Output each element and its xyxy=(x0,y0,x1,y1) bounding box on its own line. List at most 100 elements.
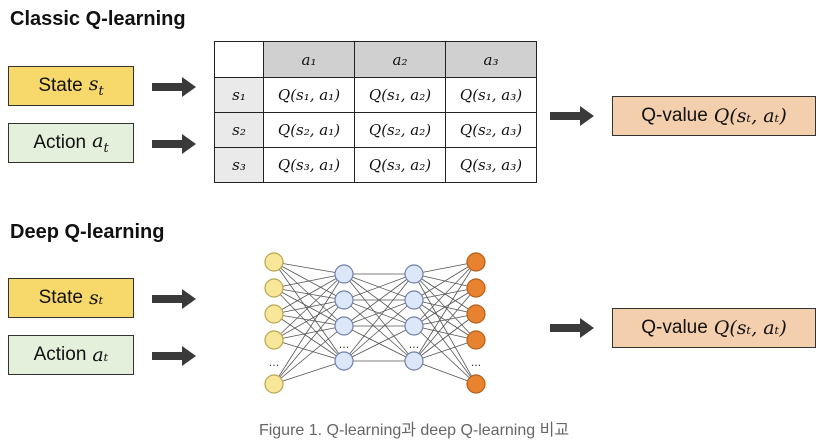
state-label: State xyxy=(38,75,83,96)
network-edge xyxy=(413,287,477,362)
network-node xyxy=(264,252,284,272)
network-node xyxy=(404,316,424,336)
action-label: Action xyxy=(33,132,87,153)
network-ellipsis: ... xyxy=(409,338,420,351)
column-header: a₃ xyxy=(445,41,537,78)
network-edge xyxy=(413,261,477,327)
network-edge xyxy=(413,273,477,385)
table-cell: Q(s₁, a₃) xyxy=(445,77,537,113)
network-node xyxy=(404,351,424,371)
network-node xyxy=(404,264,424,284)
network-edge xyxy=(413,287,477,327)
network-edge xyxy=(343,325,415,362)
network-edge xyxy=(273,261,345,362)
deep-action-arrow xyxy=(152,346,196,366)
network-edge xyxy=(273,299,345,341)
qvalue-expression: Q(sₜ, aₜ) xyxy=(713,317,787,339)
qvalue-label: Q-value xyxy=(641,317,708,338)
row-header: s₃ xyxy=(214,147,264,183)
network-edge xyxy=(273,273,345,341)
network-node xyxy=(466,374,486,394)
network-edge xyxy=(413,313,477,327)
network-edge xyxy=(413,261,477,275)
network-edge xyxy=(343,299,415,327)
network-edge xyxy=(343,273,415,327)
state-symbol: sₜ xyxy=(88,287,104,309)
network-ellipsis: ... xyxy=(339,338,350,351)
network-edge xyxy=(413,325,477,385)
state-label: State xyxy=(38,287,83,308)
network-edge xyxy=(273,360,345,385)
network-edge xyxy=(413,360,477,385)
table-cell: Q(s₂, a₁) xyxy=(263,112,355,148)
network-node xyxy=(466,330,486,350)
table-corner xyxy=(214,41,264,78)
table-cell: Q(s₁, a₂) xyxy=(354,77,446,113)
network-edge xyxy=(413,313,477,362)
row-header: s₂ xyxy=(214,112,264,148)
network-edge xyxy=(273,299,345,385)
classic-action-arrow xyxy=(152,134,196,154)
network-ellipsis: ... xyxy=(269,356,280,369)
network-edge xyxy=(273,273,345,385)
state-symbol: st xyxy=(88,73,104,99)
network-edge xyxy=(413,325,477,341)
network-edge xyxy=(273,325,345,385)
classic-action-box: Action at xyxy=(8,123,134,163)
network-edge xyxy=(413,261,477,362)
network-node xyxy=(334,264,354,284)
deep-state-box: State sₜ xyxy=(8,278,134,318)
table-cell: Q(s₃, a₁) xyxy=(263,147,355,183)
network-node xyxy=(334,351,354,371)
network-node xyxy=(264,278,284,298)
table-row: s₂ Q(s₂, a₁) Q(s₂, a₂) Q(s₂, a₃) xyxy=(214,112,537,148)
table-cell: Q(s₃, a₃) xyxy=(445,147,537,183)
figure-caption: Figure 1. Q-learning과 deep Q-learning 비교 xyxy=(258,422,570,439)
deep-qvalue-box: Q-value Q(sₜ, aₜ) xyxy=(612,308,816,348)
network-edge xyxy=(413,299,477,385)
network-ellipsis: ... xyxy=(471,356,482,369)
table-row: s₃ Q(s₃, a₁) Q(s₃, a₂) Q(s₃, a₃) xyxy=(214,147,537,183)
network-node xyxy=(264,304,284,324)
network-edge xyxy=(273,325,345,341)
classic-qvalue-box: Q-value Q(sₜ, aₜ) xyxy=(612,96,816,136)
network-edge xyxy=(273,261,345,275)
network-edge xyxy=(273,273,345,315)
action-label: Action xyxy=(33,344,87,365)
deep-action-box: Action aₜ xyxy=(8,335,134,375)
network-edge xyxy=(343,273,415,301)
classic-state-box: State st xyxy=(8,66,134,106)
network-node xyxy=(264,330,284,350)
network-node xyxy=(466,252,486,272)
q-table: a₁ a₂ a₃ s₁ Q(s₁, a₁) Q(s₁, a₂) Q(s₁, a₃… xyxy=(214,41,537,183)
column-header: a₂ xyxy=(354,41,446,78)
classic-title: Classic Q-learning xyxy=(10,8,186,30)
action-symbol: aₜ xyxy=(92,344,109,366)
network-edge xyxy=(273,339,345,362)
row-header: s₁ xyxy=(214,77,264,113)
network-node xyxy=(404,290,424,310)
network-edge xyxy=(343,273,415,362)
deep-output-arrow xyxy=(550,318,594,338)
network-node xyxy=(466,304,486,324)
table-cell: Q(s₂, a₂) xyxy=(354,112,446,148)
neural-network: ............ xyxy=(264,252,486,394)
network-node xyxy=(334,290,354,310)
network-edge xyxy=(413,261,477,301)
qvalue-expression: Q(sₜ, aₜ) xyxy=(713,105,787,127)
action-symbol: at xyxy=(92,130,109,156)
network-edge xyxy=(273,313,345,362)
table-cell: Q(s₃, a₂) xyxy=(354,147,446,183)
table-row: s₁ Q(s₁, a₁) Q(s₁, a₂) Q(s₁, a₃) xyxy=(214,77,537,113)
column-header: a₁ xyxy=(263,41,355,78)
classic-output-arrow xyxy=(550,106,594,126)
classic-state-arrow xyxy=(152,77,196,97)
deep-state-arrow xyxy=(152,289,196,309)
network-edge xyxy=(413,339,477,362)
network-node xyxy=(466,278,486,298)
network-edge xyxy=(273,287,345,362)
qvalue-label: Q-value xyxy=(641,105,708,126)
table-cell: Q(s₁, a₁) xyxy=(263,77,355,113)
deep-title: Deep Q-learning xyxy=(10,221,165,243)
network-node xyxy=(334,316,354,336)
